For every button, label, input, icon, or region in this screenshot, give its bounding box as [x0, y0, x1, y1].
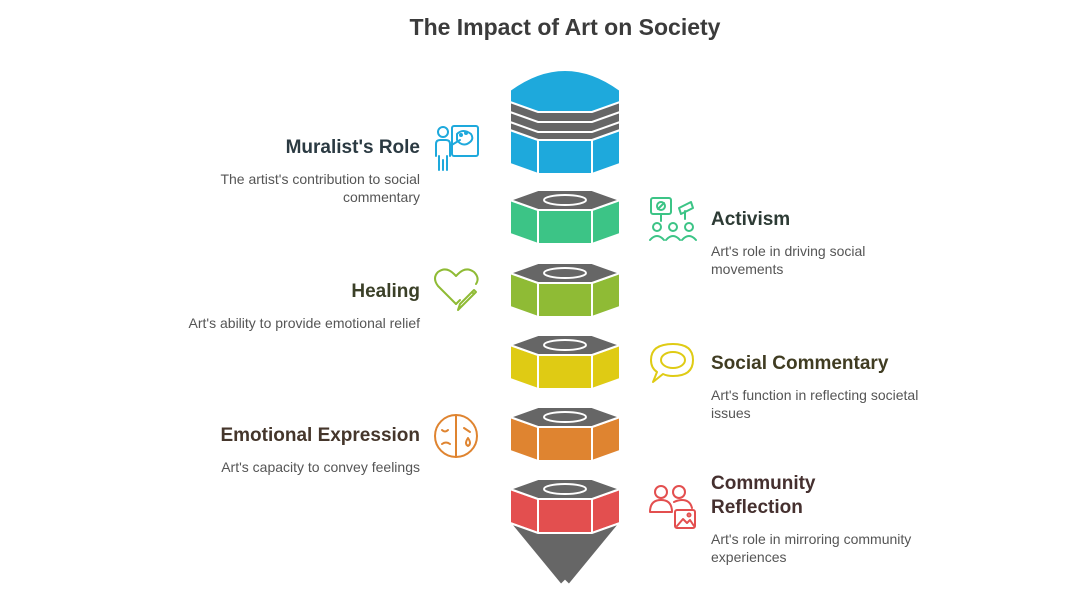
layer-1-ring-line — [509, 121, 621, 133]
layer-2-hole — [543, 194, 587, 206]
item-desc: Art's capacity to convey feelings — [221, 459, 420, 475]
layer-3-top — [507, 262, 623, 284]
painter-palette-icon — [435, 125, 479, 171]
item-desc: Art's role in mirroring community experi… — [711, 531, 912, 565]
layer-5-top — [507, 406, 623, 428]
speech-bubble-icon — [650, 343, 694, 383]
item-title: Community Reflection — [711, 473, 816, 518]
layer-6-top — [507, 478, 623, 500]
item-title: Emotional Expression — [220, 425, 420, 446]
people-picture-icon — [649, 485, 696, 529]
item-emotional-expression: Emotional Expression Art's capacity to c… — [180, 424, 420, 476]
item-desc: Art's function in reflecting societal is… — [711, 387, 919, 421]
item-muralists-role: Muralist's Role The artist's contributio… — [180, 136, 420, 206]
item-title: Social Commentary — [711, 353, 889, 374]
layer-1-ring-line — [509, 111, 621, 123]
item-desc: The artist's contribution to social comm… — [220, 171, 420, 205]
item-desc: Art's role in driving social movements — [711, 243, 866, 277]
layer-1-top — [509, 69, 621, 113]
protest-crowd-icon — [649, 197, 697, 241]
item-desc: Art's ability to provide emotional relie… — [188, 315, 420, 331]
stack-tip — [506, 520, 624, 587]
layer-2-top — [507, 189, 623, 211]
layer-4-top — [507, 334, 623, 356]
layer-4-hole — [543, 339, 587, 351]
item-title: Muralist's Role — [285, 137, 420, 158]
item-community-reflection: Community Reflection Art's role in mirro… — [711, 472, 931, 566]
sad-face-icon — [434, 414, 478, 458]
heart-pencil-icon — [434, 268, 479, 311]
layer-3-hole — [543, 267, 587, 279]
layer-5-hole — [543, 411, 587, 423]
item-activism: Activism Art's role in driving social mo… — [711, 208, 931, 278]
item-title: Healing — [351, 281, 420, 302]
item-social-commentary: Social Commentary Art's function in refl… — [711, 352, 931, 422]
page-title: The Impact of Art on Society — [409, 14, 721, 40]
layer-6-hole — [543, 483, 587, 495]
item-healing: Healing Art's ability to provide emotion… — [180, 280, 420, 332]
item-title: Activism — [711, 209, 791, 230]
